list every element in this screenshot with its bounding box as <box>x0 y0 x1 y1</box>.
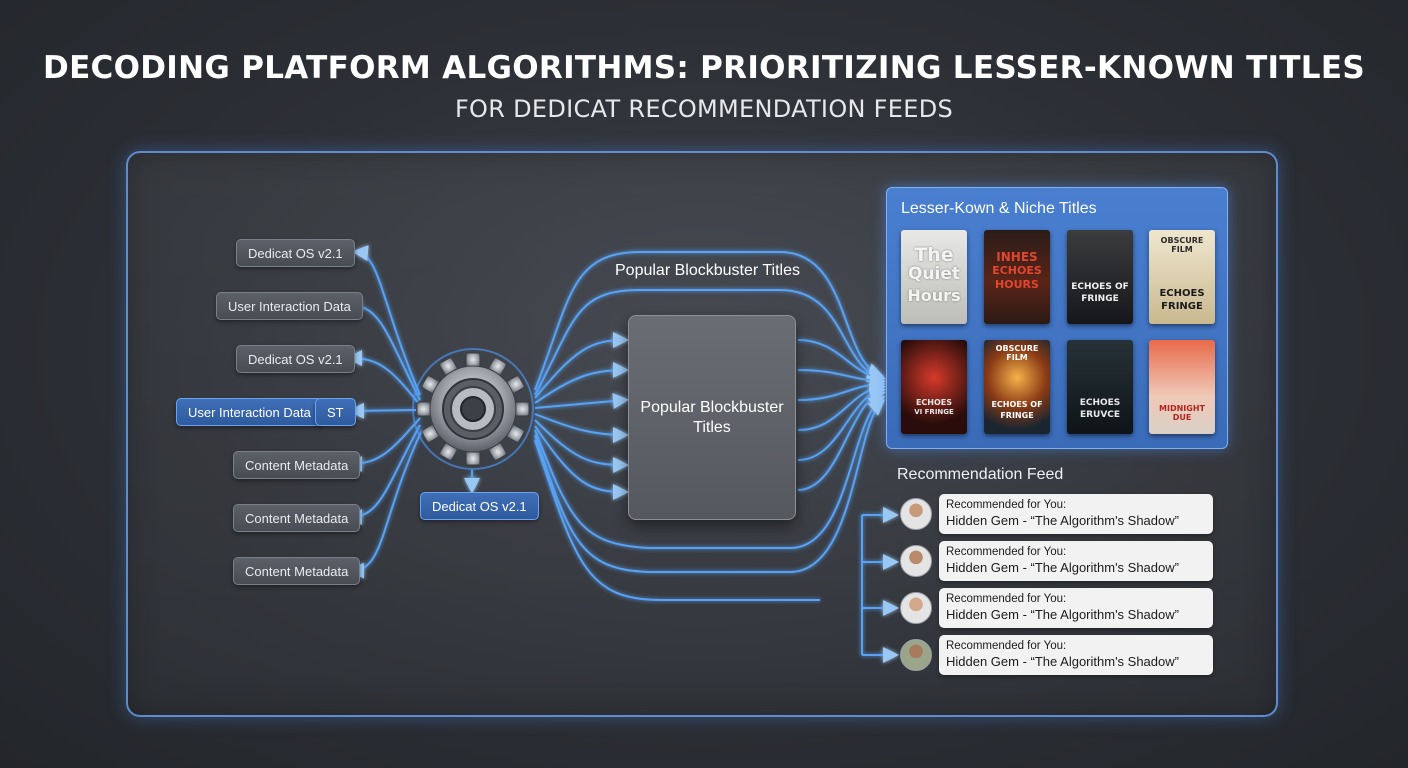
feed-title: Recommendation Feed <box>897 466 1064 483</box>
input-user-interaction-1[interactable]: User Interaction Data <box>216 292 363 320</box>
page-subtitle: FOR DEDICAT RECOMMENDATION FEEDS <box>454 95 954 123</box>
input-content-metadata-2[interactable]: Content Metadata <box>233 504 361 532</box>
input-tag-st[interactable]: ST <box>315 398 356 426</box>
avatar <box>900 639 932 671</box>
poster-5[interactable]: ECHOES VI FRINGE <box>901 340 967 434</box>
feed-item[interactable]: Recommended for You: Hidden Gem - “The A… <box>939 541 1213 581</box>
poster-6[interactable]: OBSCURE FILM ECHOES OF FRINGE <box>984 340 1050 434</box>
poster-1[interactable]: The Quiet Hours <box>901 230 967 324</box>
gear-icon <box>412 348 534 470</box>
avatar <box>900 592 932 624</box>
niche-titles-panel: Lesser-Kown & Niche Titles The Quiet Hou… <box>886 187 1228 449</box>
poster-3[interactable]: ECHOES OF FRINGE <box>1067 230 1133 324</box>
poster-8[interactable]: MIDNIGHT DUE <box>1149 340 1215 434</box>
feed-item[interactable]: Recommended for You: Hidden Gem - “The A… <box>939 635 1213 675</box>
niche-titles-heading: Lesser-Kown & Niche Titles <box>901 200 1097 217</box>
avatar <box>900 498 932 530</box>
input-dedicat-os-1[interactable]: Dedicat OS v2.1 <box>236 239 355 267</box>
engine-label[interactable]: Dedicat OS v2.1 <box>420 492 539 520</box>
feed-item[interactable]: Recommended for You: Hidden Gem - “The A… <box>939 494 1213 534</box>
feed-item[interactable]: Recommended for You: Hidden Gem - “The A… <box>939 588 1213 628</box>
poster-4[interactable]: OBSCURE FILM ECHOES FRINGE <box>1149 230 1215 324</box>
input-content-metadata-1[interactable]: Content Metadata <box>233 451 361 479</box>
input-content-metadata-3[interactable]: Content Metadata <box>233 557 361 585</box>
popular-titles-label: Popular Blockbuster Titles <box>640 398 784 436</box>
poster-2[interactable]: INHES ECHOES HOURS <box>984 230 1050 324</box>
poster-7[interactable]: ECHOES ERUVCE <box>1067 340 1133 434</box>
avatar <box>900 545 932 577</box>
popular-titles-box[interactable]: Popular Blockbuster Titles <box>628 315 796 520</box>
input-user-interaction-2[interactable]: User Interaction Data <box>176 398 323 426</box>
page-title: DECODING PLATFORM ALGORITHMS: PRIORITIZI… <box>43 50 1365 86</box>
input-dedicat-os-2[interactable]: Dedicat OS v2.1 <box>236 345 355 373</box>
popular-flow-label: Popular Blockbuster Titles <box>615 262 800 279</box>
